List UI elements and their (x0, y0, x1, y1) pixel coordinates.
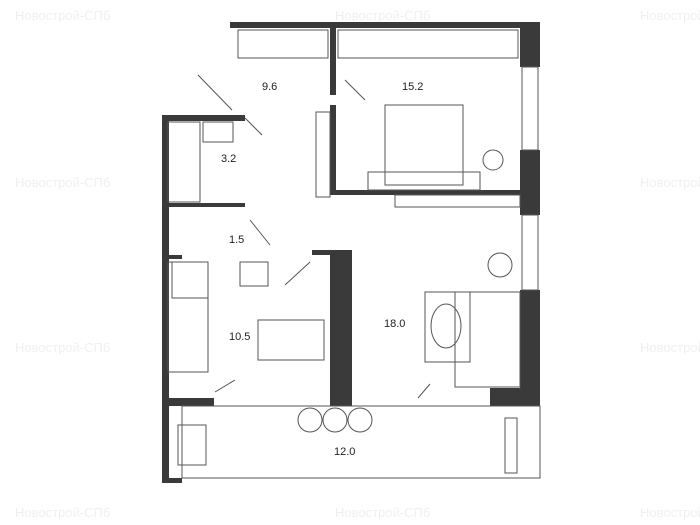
watermark: Новострой-СПб (15, 340, 111, 355)
area-toilet: 1.5 (229, 234, 244, 246)
area-living-room: 18.0 (384, 318, 405, 330)
watermark: Новострой-СПб (640, 175, 700, 190)
watermark: Новострой-СПб (640, 8, 700, 23)
area-bedroom: 15.2 (402, 81, 423, 93)
area-kitchen: 10.5 (229, 331, 250, 343)
watermark: Новострой-СПб (15, 8, 111, 23)
watermark: Новострой-СПб (15, 505, 111, 520)
area-balcony: 12.0 (334, 446, 355, 458)
area-corridor: 9.6 (262, 81, 277, 93)
watermark: Новострой-СПб (640, 340, 700, 355)
area-bathroom: 3.2 (221, 153, 236, 165)
watermark: Новострой-СПб (335, 8, 431, 23)
walls (162, 22, 540, 483)
watermark: Новострой-СПб (15, 175, 111, 190)
watermark: Новострой-СПб (640, 505, 700, 520)
watermark: Новострой-СПб (335, 505, 431, 520)
fixtures (167, 29, 541, 479)
